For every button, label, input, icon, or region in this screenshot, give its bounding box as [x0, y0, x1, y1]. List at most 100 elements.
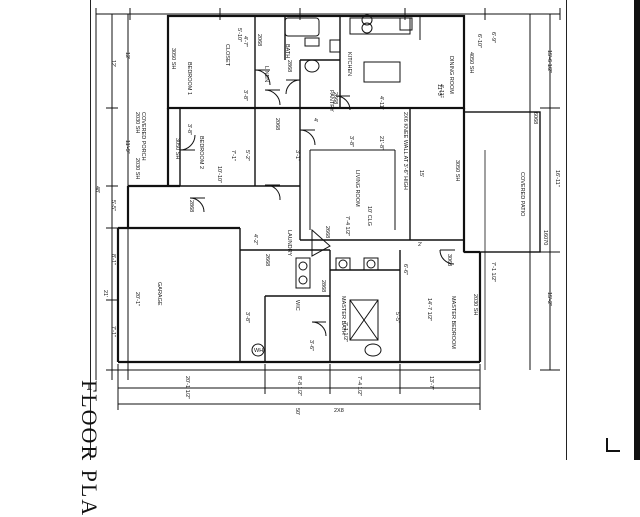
dim-overall-left: 48' [94, 186, 100, 193]
window-tag-w11: 2868 [188, 200, 194, 212]
dim-overall-bottom: 50' [294, 408, 300, 415]
dim-bath-a: 5'-10" [236, 28, 242, 42]
bottom-dimension-strings [117, 364, 481, 410]
sheet-border-left [90, 0, 91, 460]
dim-bed2-c: 3'-8" [186, 124, 192, 135]
dim-mid-b: 4'-11" [378, 96, 384, 110]
dim-bed2-d: 5'-2" [244, 150, 250, 161]
window-tag-w9: 2068 [256, 34, 262, 46]
dim-mid-g: 3'-6" [308, 340, 314, 351]
window-tag-w3: 2030 SH [134, 158, 140, 179]
room-label-garage: GARAGE [156, 282, 162, 306]
dim-mid-h: 4'-2" [252, 234, 258, 245]
dim-hall-c: 7'-4 1/2" [344, 216, 350, 236]
dim-left-d: 8'-1" [110, 254, 116, 265]
dim-bottom-b: 8'-8 1/2" [296, 376, 302, 396]
drawing-title: FLOOR PLA [77, 380, 102, 517]
window-tag-w8: 6068 [532, 112, 538, 124]
window-tag-w18: 16070 [542, 230, 548, 245]
window-tag-w14: 2668 [324, 226, 330, 238]
dim-mid-d: 14'-7 1/2" [426, 298, 432, 321]
dim-d4: 4'-11" [438, 84, 444, 98]
dim-left-a: 12' [124, 52, 130, 59]
fixtures [251, 14, 413, 357]
room-label-covered-porch: COVERED PORCH [140, 112, 146, 161]
note-header: 2X8 [334, 408, 344, 414]
window-tag-w7: 3050 SH [454, 160, 460, 181]
dim-bed2-b: 7'-1" [230, 150, 236, 161]
dim-top-left: 12' [110, 60, 116, 67]
dim-left-b: 11'-9" [124, 140, 130, 154]
sheet-border-right [566, 0, 567, 460]
top-dimension-string [95, 8, 561, 20]
window-tag-w5: 4050 SH [468, 52, 474, 73]
dim-right-d: 7'-1 1/2" [490, 262, 496, 282]
right-dimension-lines [484, 13, 560, 371]
dim-d2: 3'-8" [242, 90, 248, 101]
window-tag-w6: 2030 SH [472, 294, 478, 315]
dim-mid-c: 6'-6" [402, 264, 408, 275]
dim-mid-e: 5'-5" [394, 312, 400, 323]
note-knee-wall: 2X6 KNEE WALL AT 3'-6" HIGH [402, 112, 408, 190]
room-label-linen: LINEN [263, 66, 269, 82]
room-label-dining: DINING ROOM [448, 56, 454, 94]
dim-garage-width: 20'-1" [134, 292, 140, 306]
dim-d3: 6'-10" [476, 34, 482, 48]
kitchen-counter [340, 15, 421, 40]
dim-right-e: 6'-9" [490, 32, 496, 43]
room-label-patio: COVERED PATIO [519, 172, 525, 217]
window-tag-w1: 3050 SH [170, 48, 176, 69]
room-label-laundry: LAUNDRY [286, 230, 292, 257]
dim-mid-k: 4' [312, 118, 318, 122]
window-tag-w10: 2068 [274, 118, 280, 130]
floor-plan-sheet: BEDROOM 1 BEDROOM 2 BATH LINEN PANTRY KI… [72, 0, 640, 517]
dim-mid-f: 7'-1 1/2" [342, 322, 348, 342]
dim-right-b: 16'-11" [554, 170, 560, 187]
left-dimension-lines [95, 13, 129, 380]
corner-mark [606, 438, 620, 452]
dim-mid-j: 11'-3" [436, 84, 442, 98]
title-block-margin [570, 0, 640, 460]
room-label-living: LIVING ROOM [354, 170, 360, 207]
room-label-bedroom1: BEDROOM 1 [186, 62, 192, 95]
room-label-wic: WIC [294, 300, 300, 311]
window-tag-w15: 2668 [264, 254, 270, 266]
window-tag-w12: 2668 [332, 92, 338, 104]
window-tag-w2: 2030 SH [134, 112, 140, 133]
dim-hall-a: 3'-1" [294, 150, 300, 161]
dim-garage-depth: 21' [102, 290, 108, 297]
sheet-edge-bar [634, 0, 640, 460]
note-ceiling: 10' CLG [366, 206, 372, 226]
covered-patio-outline [463, 111, 541, 253]
room-label-bedroom2: BEDROOM 2 [198, 136, 204, 169]
window-tag-w4: 3050 SH [174, 138, 180, 159]
room-label-bath: BATH [284, 44, 290, 58]
dim-hall-b: 3'-8" [244, 312, 250, 323]
room-label-pantry: PANTRY [328, 90, 334, 112]
dim-left-e: 7'-1" [110, 326, 116, 337]
dim-left-c: 5'-5" [110, 200, 116, 211]
drawing-title-block: FLOOR PLA [72, 380, 112, 517]
dim-mid-i: 2' [418, 242, 422, 248]
dim-mid-a: 3'-8" [348, 136, 354, 147]
dim-d1: 4'-7" [242, 36, 248, 47]
room-label-master-bedroom: MASTER BEDROOM [450, 296, 456, 349]
note-wh: WH [254, 348, 263, 354]
interior-walls [168, 16, 464, 362]
room-label-master-bath: MASTER BATH [340, 296, 346, 335]
dim-bottom-c: 7'-4 1/2" [356, 376, 362, 396]
dim-living-d: 15' [418, 170, 424, 177]
window-tag-w13: 2868 [286, 60, 292, 72]
door-swings [179, 69, 455, 337]
dim-living-w: 21'-8" [378, 136, 384, 150]
room-label-kitchen: KITCHEN [346, 52, 352, 76]
dim-right-c: 15'-2" [546, 292, 552, 306]
living-room-inner [309, 149, 396, 230]
window-tag-w16: 3068 [446, 254, 452, 266]
dim-right-a: 15'-6 1/2" [546, 50, 552, 73]
dim-bed2-a: 10'-10" [216, 166, 222, 183]
window-tag-w17: 2868 [320, 280, 326, 292]
dim-bottom-a: 20'-1 1/2" [184, 376, 190, 399]
floor-plan-drawing: BEDROOM 1 BEDROOM 2 BATH LINEN PANTRY KI… [94, 8, 561, 415]
dim-bottom-d: 13'-7" [428, 376, 434, 390]
